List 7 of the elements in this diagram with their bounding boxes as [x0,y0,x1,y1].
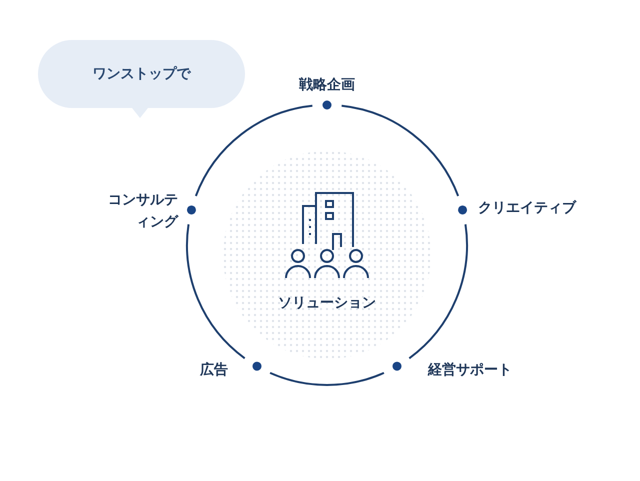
category-label: クリエイティブ [478,199,578,218]
category-label: コンサルティング [108,191,178,232]
category-label: 戦略企画 [298,76,356,95]
category-label: 経営サポート [428,361,513,380]
solution-label: ソリューション [257,292,397,314]
bubble-text: ワンストップで [92,65,192,84]
category-label: 広告 [198,360,228,380]
